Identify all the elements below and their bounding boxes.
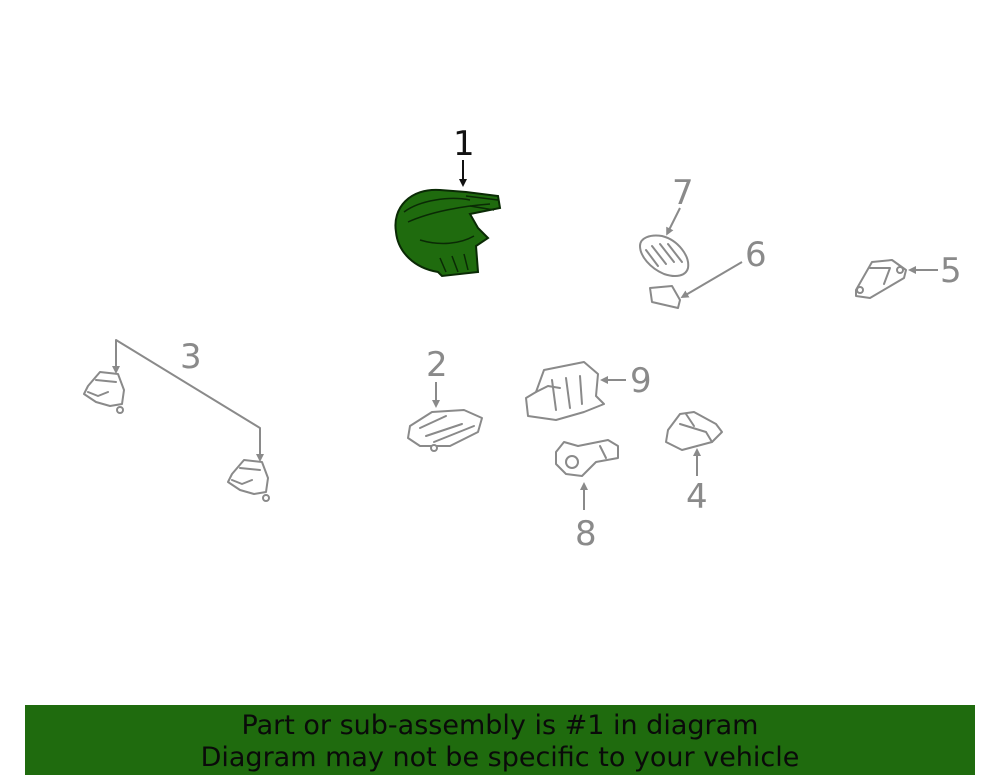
- callout-2: 2: [426, 345, 448, 385]
- banner-line-2: Diagram may not be specific to your vehi…: [200, 742, 800, 773]
- callout-6: 6: [745, 235, 767, 275]
- part-4-sensor[interactable]: [665, 411, 723, 451]
- callout-5: 5: [940, 251, 962, 291]
- part-1-clock-spring[interactable]: [394, 188, 502, 278]
- part-2-control-module[interactable]: [407, 409, 483, 452]
- banner-line-1: Part or sub-assembly is #1 in diagram: [241, 710, 759, 741]
- parts-diagram: 1 7 6 5 3 2: [83, 124, 962, 554]
- callout-9: 9: [630, 361, 652, 401]
- callout-8: 8: [575, 514, 597, 554]
- part-9-sensor-bracket[interactable]: [525, 361, 605, 421]
- part-8-sensor[interactable]: [555, 439, 619, 477]
- callout-3: 3: [180, 337, 202, 377]
- callout-4: 4: [686, 477, 708, 517]
- leader-7: [666, 207, 681, 236]
- part-5-bracket[interactable]: [855, 259, 907, 299]
- part-3-sensor-harness[interactable]: [83, 339, 270, 502]
- part-7-sensor[interactable]: [639, 234, 690, 277]
- info-banner: Part or sub-assembly is #1 in diagram Di…: [25, 705, 975, 775]
- callout-7: 7: [672, 173, 694, 213]
- callout-1: 1: [453, 124, 475, 164]
- part-6-clip[interactable]: [649, 285, 681, 309]
- leader-6: [680, 261, 743, 299]
